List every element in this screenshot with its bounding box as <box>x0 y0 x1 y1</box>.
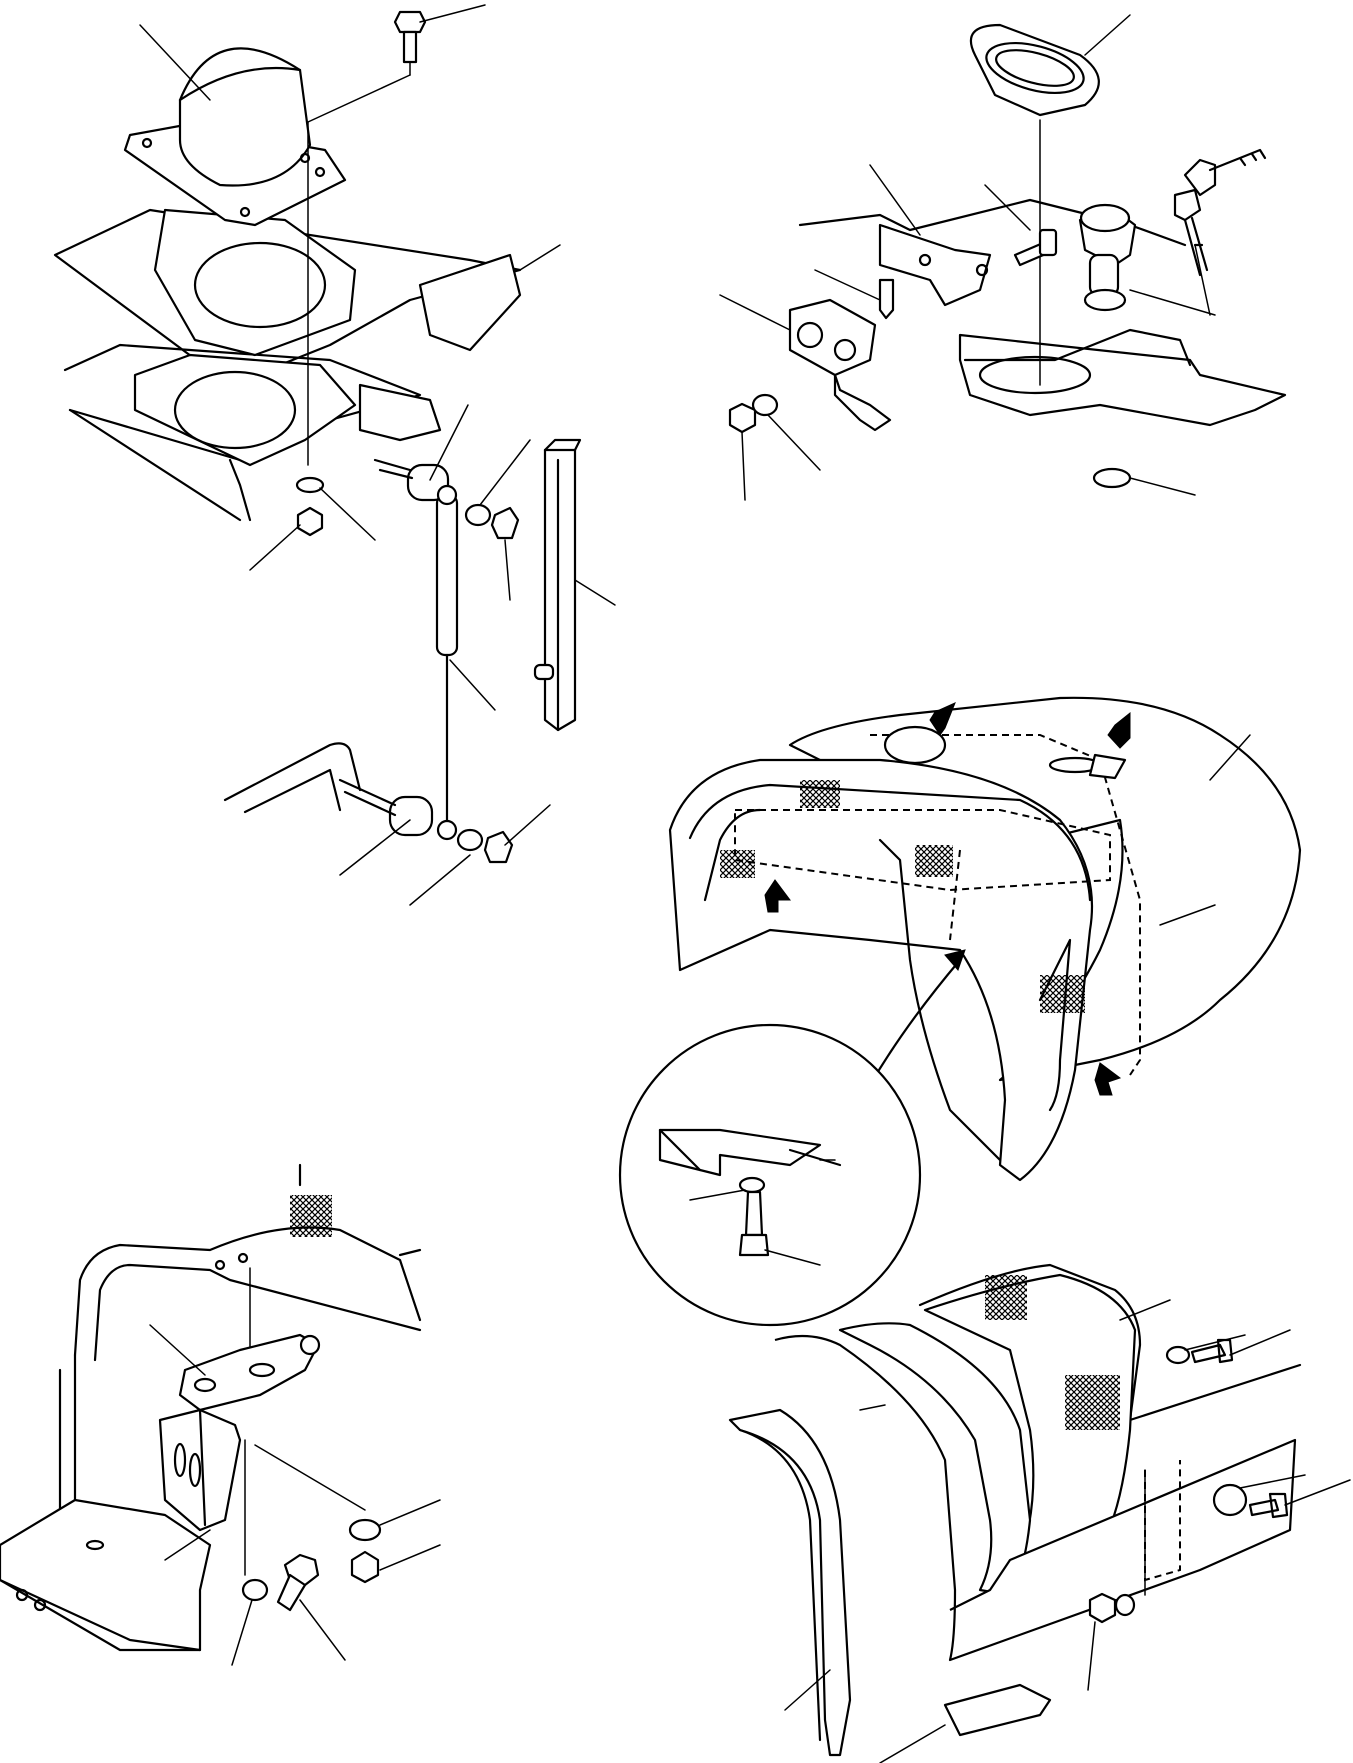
washer-top <box>464 503 492 527</box>
hex-nut <box>296 506 324 537</box>
gasket-hole-lower <box>173 370 297 450</box>
screw <box>878 278 895 320</box>
mesh-panel-2 <box>720 850 755 878</box>
mesh-panel-7 <box>1065 1375 1120 1430</box>
latch-body <box>788 298 877 377</box>
washer <box>1165 1345 1191 1365</box>
arrow-icon <box>929 702 956 736</box>
leader-lines-group-3 <box>1159 734 1251 926</box>
nut-bottom <box>483 830 514 864</box>
hood-outline <box>73 1226 422 1357</box>
arrow-icon <box>764 879 791 913</box>
filler-opening <box>883 725 947 765</box>
spacer-bottom <box>388 795 434 837</box>
gasket-upper <box>153 208 357 357</box>
mesh-panel-4 <box>1040 975 1085 1013</box>
keys-icon <box>1173 148 1267 277</box>
arrow-icon <box>1107 711 1131 749</box>
side-cover-group <box>728 1263 1302 1757</box>
rubber-seal <box>943 1683 1052 1737</box>
support-rod <box>543 448 577 732</box>
hinge-plate <box>178 1333 320 1412</box>
washer <box>751 393 779 417</box>
washer-bolt <box>241 1578 269 1602</box>
leader-lines-group-4 <box>149 1324 441 1666</box>
large-washer <box>1212 1483 1248 1517</box>
side-panel <box>923 1273 1137 1592</box>
nut <box>728 402 757 434</box>
exhaust-elbow-group <box>53 10 522 537</box>
mesh-panel-5 <box>290 1195 332 1237</box>
mesh-panel-3 <box>915 845 953 877</box>
frame-bracket <box>223 742 362 814</box>
washer <box>295 476 325 494</box>
leader-lines-group-5 <box>784 1299 1351 1763</box>
lock-slot <box>978 355 1092 395</box>
washer <box>348 1518 382 1542</box>
engine-hood-group <box>668 696 1302 1182</box>
bracket-block-lower <box>358 383 442 442</box>
washer-bottom <box>456 828 484 852</box>
mesh-panel-1 <box>800 780 840 808</box>
gas-spring-cylinder <box>435 493 459 657</box>
lock-bracket <box>878 223 992 307</box>
arrow-icon <box>1094 1062 1122 1096</box>
lock-washer <box>1083 288 1127 312</box>
hood-panel-lower <box>958 333 1287 427</box>
hinge-bolt <box>276 1553 320 1612</box>
frame-block <box>0 1498 212 1652</box>
grommet-washer <box>1092 467 1132 489</box>
nut-top <box>490 506 520 540</box>
leader-lines-group-1 <box>139 4 616 906</box>
mesh-panel-6 <box>985 1275 1027 1320</box>
side-panel-front <box>774 1334 1297 1662</box>
hinge-group <box>0 1163 422 1652</box>
hex-bolt-top <box>393 10 427 64</box>
gasket-hole-upper <box>193 241 327 329</box>
trim-strip <box>728 1408 852 1757</box>
key-lock-group <box>728 23 1287 489</box>
latch-hook <box>833 373 892 432</box>
gas-spring-group <box>223 438 582 864</box>
nut <box>350 1550 380 1584</box>
detail-circle <box>618 1023 922 1327</box>
leader-lines-group-2 <box>719 14 1216 501</box>
gasket-lower <box>133 353 357 467</box>
bracket-block <box>418 253 522 352</box>
nut <box>1088 1592 1117 1624</box>
